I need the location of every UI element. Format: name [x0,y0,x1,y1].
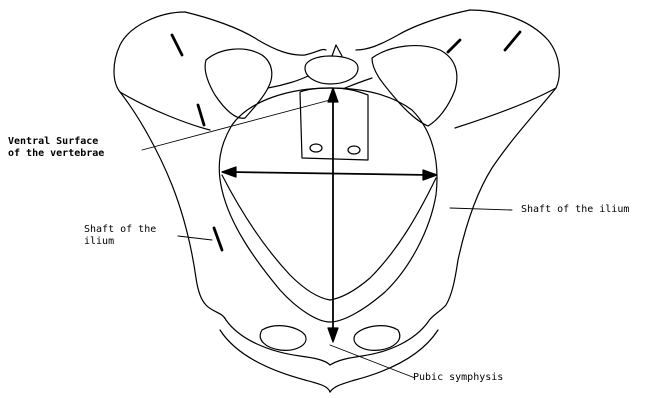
sacral-foramen-right [348,146,360,154]
left-ala [268,76,308,88]
right-sacroiliac [372,46,457,126]
transverse-arrow-left [222,167,236,177]
leader-shaft-right [450,208,512,210]
left-shaft-mark-mid [198,105,204,125]
right-shaft-mark-lower [448,40,460,52]
label-shaft-of-ilium-right: Shaft of the ilium [521,204,629,216]
pelvic-inlet [219,88,437,322]
vertical-arrow-bottom [328,328,338,342]
spinous-process [332,45,342,56]
left-pubic-rim [220,330,330,392]
inner-cavity-left [222,175,330,300]
left-ischium [226,320,330,365]
left-shaft-mark-upper [172,35,182,55]
transverse-diameter-line [230,172,430,175]
label-shaft-of-ilium-left: Shaft of the ilium [84,224,156,248]
label-shaft-left-line2: ilium [84,236,156,248]
label-shaft-right-text: Shaft of the ilium [521,204,629,216]
label-ventral-line2: of the vertebrae [8,148,104,160]
left-iliac-crest-inner [185,12,326,55]
right-iliac-wing [428,10,559,322]
vertebra-body [305,56,358,84]
inner-cavity-right [330,178,436,300]
left-shaft-mark-lower [214,228,222,250]
leader-shaft-left [178,236,212,240]
label-shaft-left-line1: Shaft of the [84,224,156,236]
label-ventral-surface: Ventral Surface of the vertebrae [8,136,104,160]
transverse-arrow-right [423,170,437,180]
right-iliac-crest-inner [356,10,470,50]
label-pubic-symphysis: Pubic symphysis [413,372,503,384]
label-ventral-line1: Ventral Surface [8,136,104,148]
left-obturator [260,326,306,351]
right-wing-inner-edge [455,88,556,128]
label-pubic-text: Pubic symphysis [413,372,503,384]
sacral-foramen-left [310,144,322,152]
left-sacroiliac [205,49,272,118]
right-obturator [354,326,400,351]
right-ischium [330,322,428,365]
right-shaft-mark-upper [505,32,520,50]
